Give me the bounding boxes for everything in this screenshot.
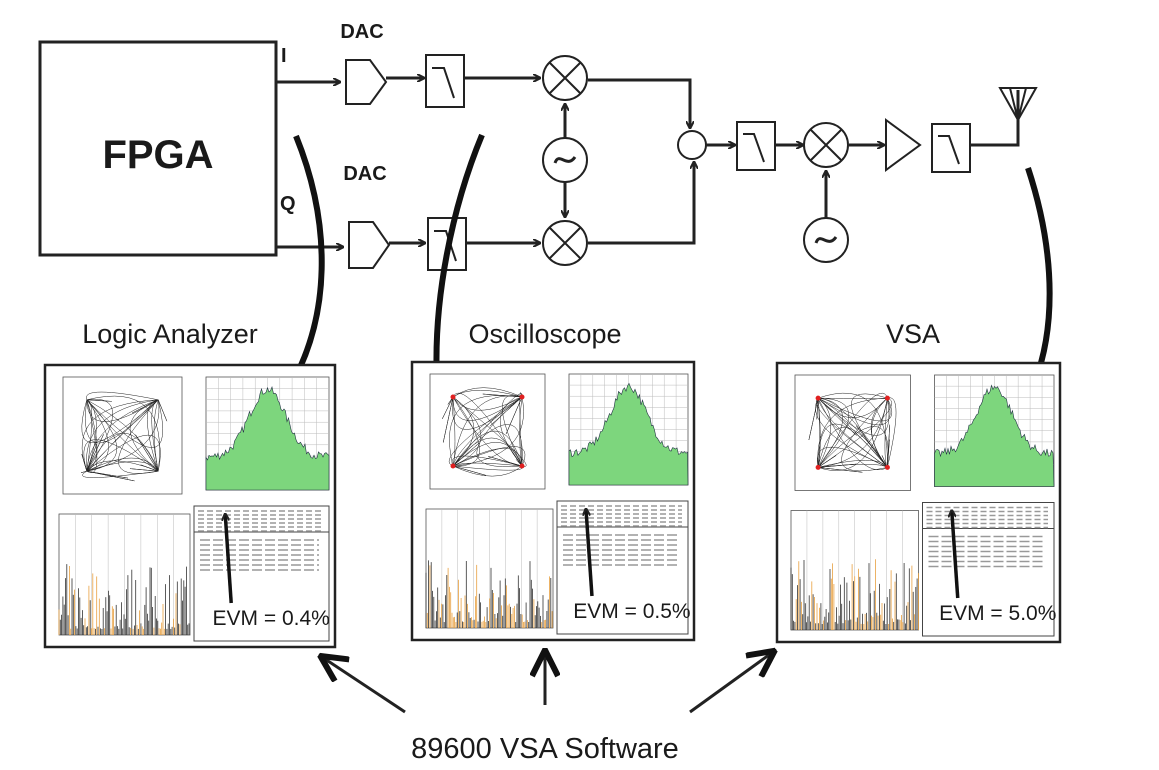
dac-i-icon: [345, 59, 388, 105]
software-arrow-logic-analyzer: [322, 657, 406, 714]
dac-q-label: DAC: [343, 163, 386, 185]
q-label: Q: [280, 193, 296, 215]
symbol-marker: [815, 464, 821, 470]
instrument-title: Logic Analyzer: [82, 319, 258, 349]
i-label: I: [281, 45, 287, 67]
evm-value: EVM = 0.4%: [213, 607, 330, 630]
symbol-marker: [450, 394, 456, 400]
fpga-block: [38, 40, 278, 257]
local-oscillator-iq-icon: [542, 137, 588, 183]
spectrum-plot: [934, 374, 1055, 487]
spectrum-plot: [568, 373, 689, 486]
mixer-i-icon: [542, 55, 588, 101]
mixer-q-icon: [542, 220, 588, 266]
probe-arrow-logic-analyzer: [282, 134, 325, 400]
local-oscillator-rf-icon: [803, 217, 849, 263]
lowpass-filter-output-icon: [931, 123, 971, 173]
mixer-rf-icon: [803, 122, 849, 168]
dac-q-icon: [348, 221, 391, 269]
antenna-icon: [998, 87, 1038, 123]
constellation-plot: [62, 376, 183, 495]
lowpass-filter-rf-icon: [736, 121, 776, 171]
evm-pointer-arrow: [586, 509, 594, 597]
symbol-marker: [450, 463, 456, 469]
instrument-screen: EVM = 0.5%: [410, 360, 696, 642]
software-label: 89600 VSA Software: [411, 733, 679, 765]
amplifier-icon: [885, 118, 922, 172]
evm-pointer-arrow: [225, 514, 233, 604]
software-arrow-vsa: [689, 652, 773, 714]
summing-junction-icon: [677, 130, 707, 160]
time-plot: [58, 513, 191, 636]
constellation-plot: [794, 374, 911, 491]
dac-i-label: DAC: [340, 21, 383, 43]
symbol-table: [193, 505, 330, 642]
instrument-screen: EVM = 0.4%: [43, 363, 337, 649]
probe-arrow-oscilloscope: [436, 133, 485, 398]
symbol-marker: [519, 394, 525, 400]
lowpass-filter-i-icon: [425, 54, 465, 108]
instrument-title: Oscilloscope: [468, 319, 621, 349]
evm-value: EVM = 0.5%: [573, 600, 690, 623]
constellation-plot: [429, 373, 546, 490]
time-plot: [425, 508, 554, 629]
spectrum-plot: [205, 376, 330, 491]
time-plot: [790, 510, 919, 631]
instrument-screen: EVM = 5.0%: [775, 361, 1062, 644]
symbol-marker: [884, 395, 890, 401]
instrument-title: VSA: [886, 319, 940, 349]
symbol-marker: [815, 395, 821, 401]
symbol-marker: [519, 463, 525, 469]
symbol-table: [556, 500, 689, 635]
evm-pointer-arrow: [952, 511, 960, 599]
symbol-marker: [884, 464, 890, 470]
symbol-table: [922, 502, 1055, 637]
evm-value: EVM = 5.0%: [939, 602, 1056, 625]
fpga-label: FPGA: [102, 133, 213, 177]
